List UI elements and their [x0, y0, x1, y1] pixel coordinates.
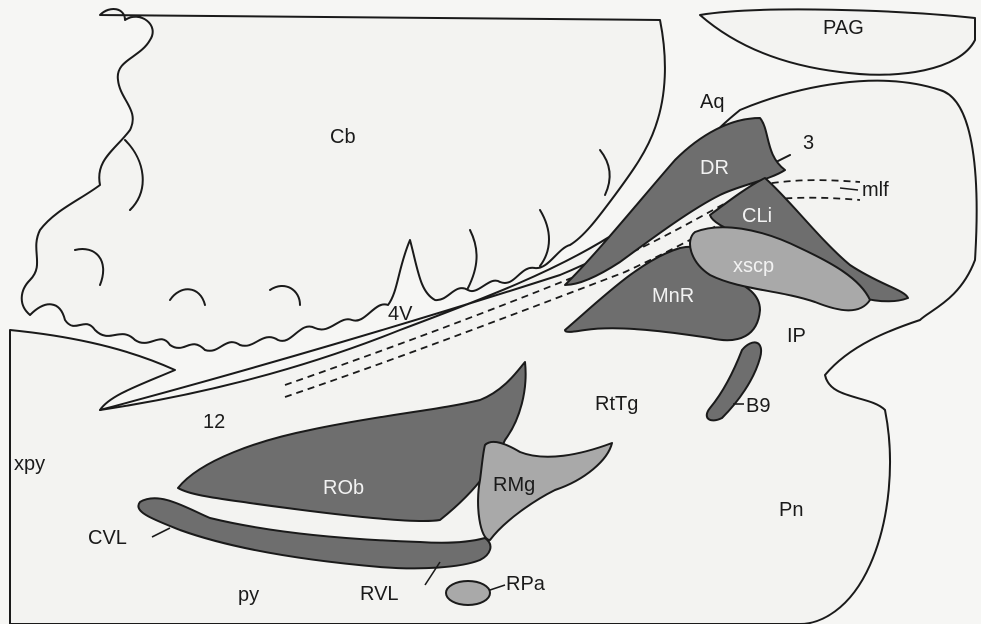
label-py: py — [238, 584, 259, 606]
label-aq: Aq — [700, 91, 724, 113]
label-12: 12 — [203, 411, 225, 433]
label-cvl: CVL — [88, 527, 127, 549]
label-xpy: xpy — [14, 453, 45, 475]
label-dr: DR — [700, 157, 729, 179]
rpa-nucleus — [446, 581, 490, 605]
label-pag: PAG — [823, 17, 864, 39]
label-pn: Pn — [779, 499, 803, 521]
label-rpa: RPa — [506, 573, 546, 595]
label-cb: Cb — [330, 126, 356, 148]
label-ip: IP — [787, 325, 806, 347]
label-3: 3 — [803, 132, 814, 154]
label-4v: 4V — [388, 303, 413, 325]
label-mnr: MnR — [652, 285, 694, 307]
label-rmg: RMg — [493, 474, 535, 496]
label-b9: B9 — [746, 395, 770, 417]
label-xscp: xscp — [733, 255, 774, 277]
label-mlf: mlf — [862, 179, 889, 201]
label-cli: CLi — [742, 205, 772, 227]
label-rvl: RVL — [360, 583, 399, 605]
label-rob: ROb — [323, 477, 364, 499]
label-rttg: RtTg — [595, 393, 638, 415]
